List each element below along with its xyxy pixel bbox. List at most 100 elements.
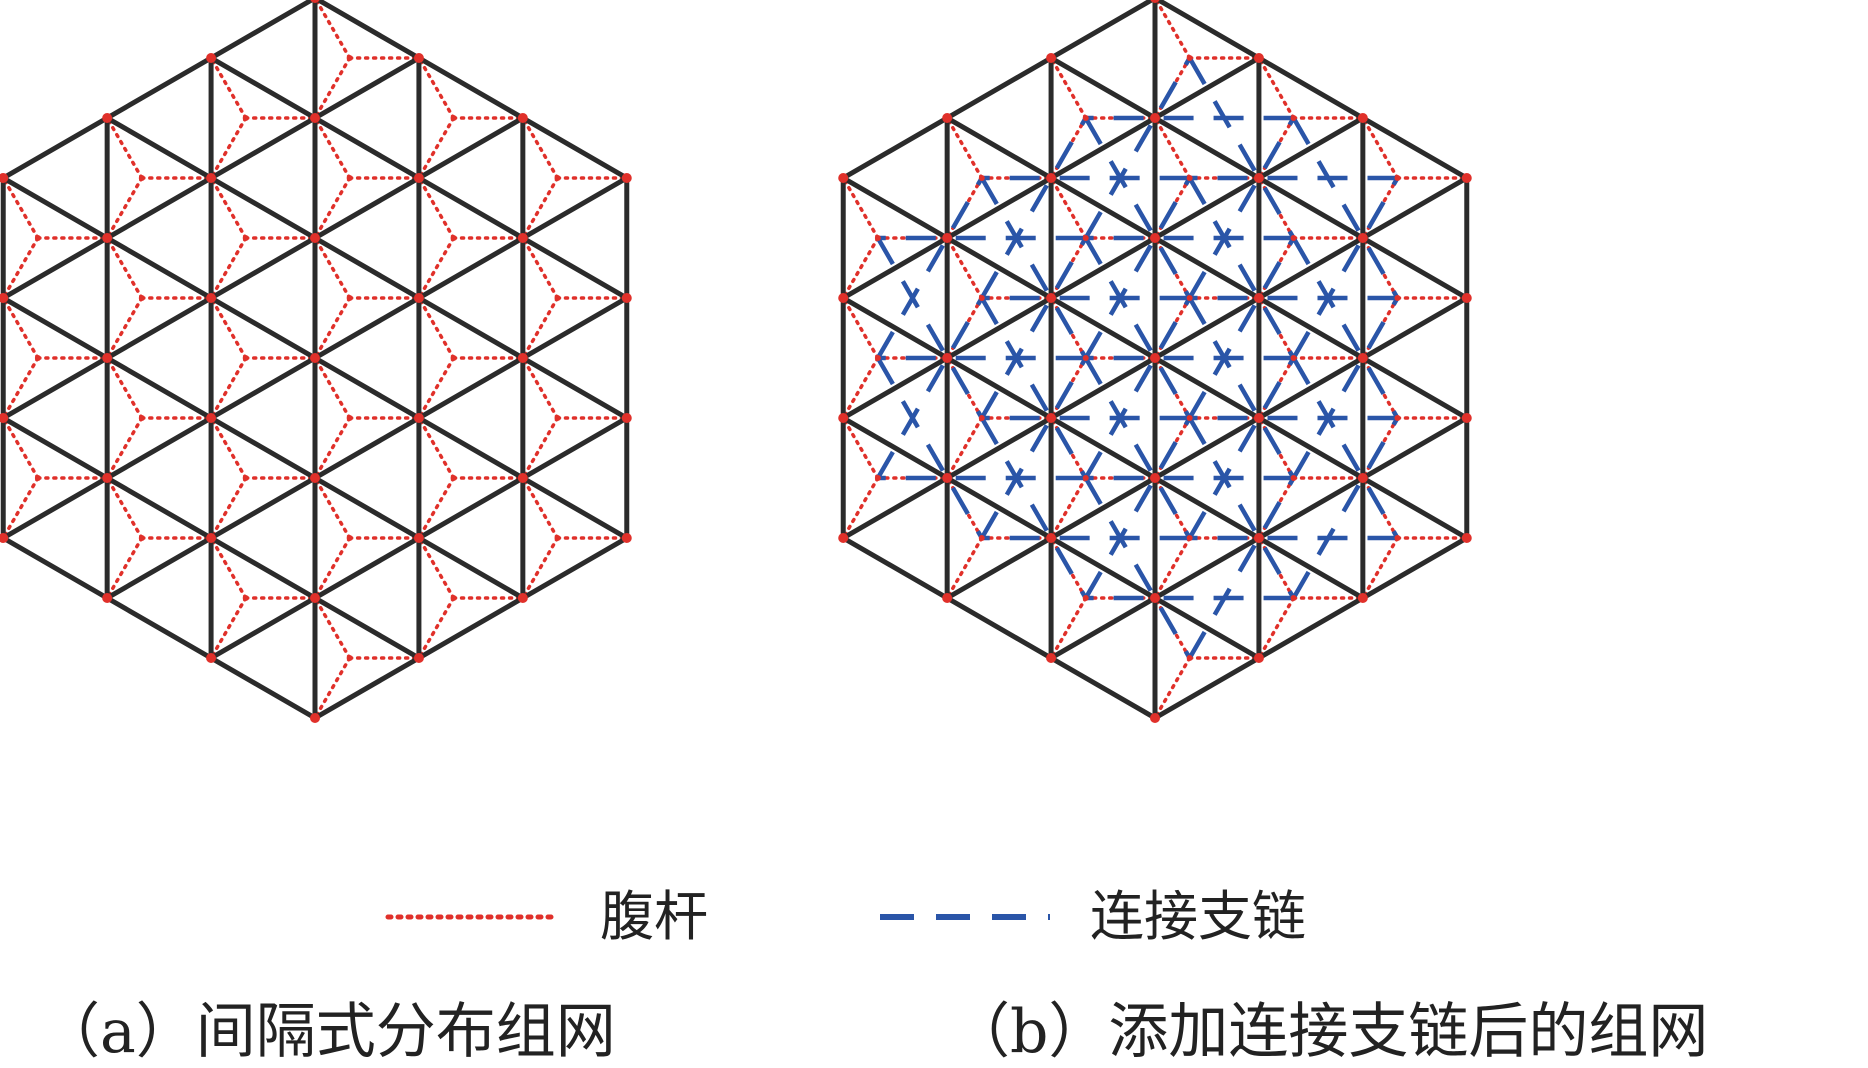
frame-member	[208, 655, 318, 721]
web-center-node	[1394, 535, 1401, 541]
frame-member	[0, 115, 110, 181]
lattice-node	[838, 533, 849, 543]
frame-member	[1152, 115, 1262, 181]
web-member	[313, 416, 352, 480]
web-center-node	[978, 415, 985, 421]
web-member	[417, 176, 456, 240]
frame-member	[208, 355, 318, 421]
web-member	[209, 596, 248, 660]
lattice-node	[1150, 353, 1160, 363]
web-center-node	[1290, 595, 1297, 601]
frame-member	[208, 475, 318, 541]
frame-member	[1256, 235, 1366, 301]
web-center-node	[450, 235, 457, 241]
lattice-node	[1046, 53, 1057, 63]
frame-member	[1048, 595, 1158, 661]
frame-member	[104, 475, 214, 541]
frame-member	[104, 235, 214, 301]
frame-member	[840, 415, 950, 481]
frame-member	[416, 115, 526, 181]
web-center-node	[450, 115, 457, 121]
lattice-node	[1461, 413, 1472, 423]
web-member	[313, 176, 352, 240]
lattice-node	[102, 113, 113, 123]
web-center-node	[346, 175, 353, 181]
frame-member	[1360, 355, 1470, 421]
lattice-node	[413, 533, 424, 543]
lattice-node	[517, 233, 528, 243]
lattice-node	[1150, 713, 1160, 723]
lattice-node	[1253, 53, 1264, 63]
web-member	[313, 56, 352, 120]
web-member	[105, 116, 144, 180]
frame-member	[208, 415, 318, 481]
lattice-node	[1150, 113, 1160, 123]
web-center-node	[554, 535, 561, 541]
lattice-node	[310, 713, 320, 723]
frame-member	[1152, 595, 1262, 661]
frame-member	[520, 355, 630, 421]
frame-member	[0, 175, 110, 241]
connecting-chain	[1083, 296, 1192, 480]
web-center-node	[978, 295, 985, 301]
lattice-node	[1150, 0, 1160, 3]
web-center-node	[1394, 295, 1401, 301]
connecting-chain	[1187, 416, 1296, 600]
frame-member	[312, 55, 422, 121]
lattice-node	[1357, 593, 1368, 603]
web-center-node	[346, 655, 353, 661]
frame-member	[1048, 0, 1157, 61]
web-center-node	[450, 595, 457, 601]
panel-a-nodes	[0, 0, 632, 723]
web-member	[417, 596, 456, 660]
frame-member	[944, 475, 1054, 541]
connecting-chain	[875, 356, 984, 540]
web-member	[417, 236, 456, 300]
frame-member	[104, 115, 214, 181]
frame-member	[0, 355, 110, 421]
frame-member	[1152, 295, 1262, 361]
lattice-node	[942, 233, 953, 243]
web-member	[1257, 596, 1296, 660]
connecting-chain	[1083, 116, 1192, 300]
lattice-node	[1046, 533, 1057, 543]
frame-member	[0, 475, 110, 541]
web-center-node	[242, 475, 249, 481]
lattice-node	[942, 353, 953, 363]
frame-member	[1360, 475, 1470, 541]
web-member	[313, 536, 352, 600]
web-member	[313, 476, 352, 540]
frame-member	[208, 55, 318, 121]
web-member	[521, 416, 560, 480]
lattice-node	[413, 173, 424, 183]
connecting-chain	[1187, 356, 1296, 540]
frame-member	[1048, 535, 1158, 601]
frame-member	[1256, 115, 1366, 181]
web-member	[209, 536, 248, 600]
web-member	[1049, 56, 1088, 120]
web-member	[841, 356, 880, 420]
connecting-chain	[1187, 296, 1296, 480]
web-member	[313, 116, 352, 180]
web-center-node	[34, 235, 41, 241]
web-member	[209, 416, 248, 480]
frame-member	[208, 595, 318, 661]
lattice-node	[1150, 473, 1160, 483]
connecting-chain	[1083, 56, 1192, 240]
web-member	[417, 476, 456, 540]
web-center-node	[242, 595, 249, 601]
frame-member	[944, 415, 1054, 481]
frame-member	[840, 115, 950, 181]
frame-member	[1048, 475, 1158, 541]
web-member	[1153, 656, 1192, 720]
web-member	[313, 656, 352, 720]
lattice-node	[310, 473, 320, 483]
frame-member	[312, 355, 422, 421]
frame-member	[1256, 535, 1366, 601]
frame-member	[1360, 235, 1470, 301]
frame-member	[416, 475, 526, 541]
frame-member	[0, 295, 110, 361]
web-center-node	[978, 175, 985, 181]
frame-member	[208, 535, 318, 601]
frame-member	[312, 475, 422, 541]
